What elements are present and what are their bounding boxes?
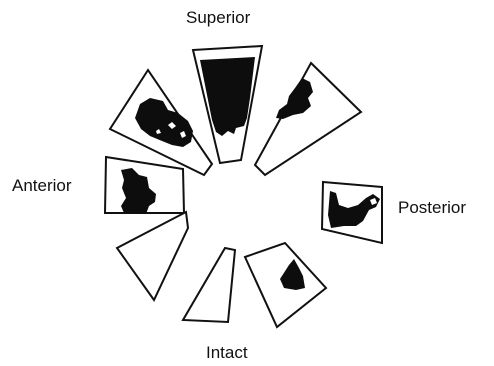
section-intact [183, 248, 235, 322]
section-lower-left [117, 212, 188, 300]
label-posterior: Posterior [398, 199, 466, 216]
section-top-right [255, 63, 361, 175]
label-intact: Intact [206, 344, 248, 361]
label-anterior: Anterior [12, 177, 72, 194]
label-superior: Superior [186, 9, 250, 26]
